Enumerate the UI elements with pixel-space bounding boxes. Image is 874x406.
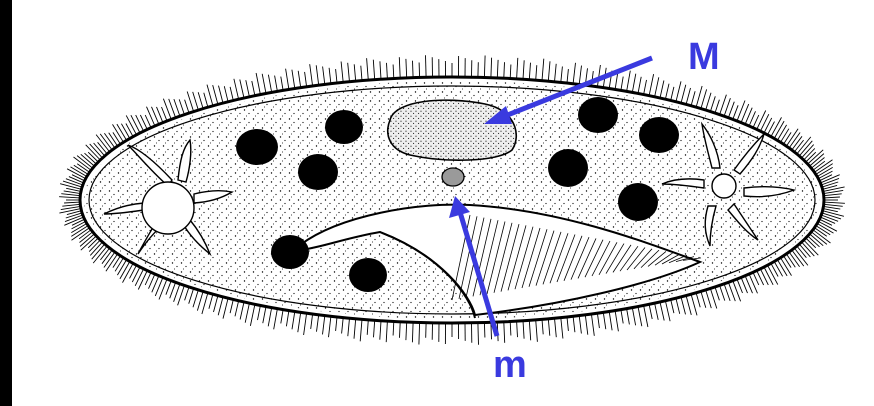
macronucleus (388, 100, 516, 160)
label-micronucleus: m (493, 346, 527, 384)
label-macronucleus: M (688, 38, 720, 76)
micronucleus (442, 168, 464, 186)
